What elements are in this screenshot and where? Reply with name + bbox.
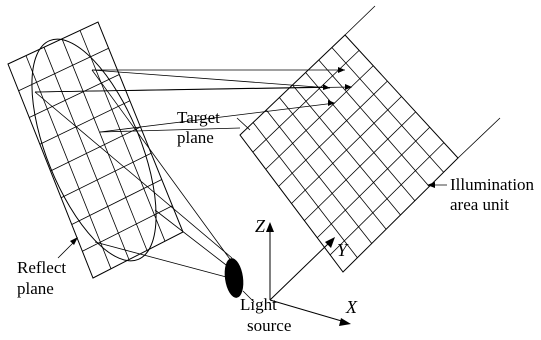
y-axis-arrowhead (325, 237, 335, 248)
incident-ray-2 (91, 69, 233, 263)
target-plane-grid-line-row-3 (278, 80, 388, 187)
target-plane (239, 5, 501, 273)
incident-ray-4 (94, 241, 231, 279)
ray-2-arrowhead (323, 84, 330, 90)
target-plane-grid-line-row-6 (316, 126, 431, 239)
z-axis-arrowhead (266, 222, 274, 232)
x-axis (269, 299, 346, 323)
illumination-leader-arrowhead (427, 182, 435, 188)
reflect-plane-grid-line-row-1 (18, 47, 109, 92)
target-plane-grid (252, 47, 445, 258)
target-plane-extension-right (457, 117, 501, 159)
light-source-lamp (224, 258, 244, 298)
reflect-plane-label-line1: Reflect (17, 258, 66, 277)
x-axis-label: X (345, 297, 358, 317)
target-plane-grid-line-row-1 (252, 50, 360, 153)
ray-6 (99, 127, 241, 133)
x-axis-arrowhead (339, 318, 351, 326)
reflect-plane-grid-line-row-4 (50, 126, 141, 172)
illumination-label-line2: area unit (450, 195, 509, 214)
incident-ray-1 (34, 91, 233, 259)
reflect-plane-grid-line-row-6 (71, 179, 162, 225)
z-axis-label: Z (255, 216, 266, 236)
target-plane-grid-line-row-7 (329, 142, 445, 256)
target-plane-label-line2: plane (177, 128, 214, 147)
coordinate-axes: Z X Y (255, 216, 358, 326)
reflect-plane-grid-line-row-2 (29, 74, 120, 118)
reflect-plane-grid-line-row-3 (39, 100, 131, 145)
ray-4-arrowhead (345, 84, 352, 90)
incident-ray-3 (154, 209, 231, 269)
target-plane-grid-line-row-5 (304, 111, 416, 221)
ray-4 (34, 86, 353, 93)
ray-2 (91, 69, 331, 89)
light-source-leader (242, 290, 255, 303)
labels: Target plane Illumination area unit Refl… (17, 108, 535, 335)
y-axis-label: Y (337, 240, 349, 260)
ray-5 (99, 102, 336, 133)
reflect-plane (7, 21, 184, 279)
reflect-plane-grid-line-row-7 (82, 205, 173, 252)
reflect-plane-grid-line-row-5 (60, 152, 152, 199)
reflect-plane-grid (18, 30, 173, 269)
target-plane-grid-line-row-4 (291, 96, 402, 204)
reflect-plane-leader-arrowhead (70, 237, 78, 245)
leader-lines (57, 117, 447, 303)
light-source-label-line1: Light (240, 295, 277, 314)
light-source-label-line2: source (247, 316, 291, 335)
target-plane-grid-line-row-2 (265, 65, 374, 170)
reflect-plane-outline (7, 21, 184, 279)
reflect-plane-label-line2: plane (17, 279, 54, 298)
target-plane-leader (236, 117, 251, 131)
illumination-label-line1: Illumination (450, 175, 535, 194)
ray-5-arrowhead (328, 100, 335, 106)
target-plane-extension-top (344, 5, 376, 36)
reflected-rays (34, 67, 353, 133)
ray-1-arrowhead (338, 67, 345, 73)
y-axis (269, 241, 331, 301)
target-plane-label-line1: Target (177, 108, 220, 127)
incident-rays (34, 69, 233, 279)
